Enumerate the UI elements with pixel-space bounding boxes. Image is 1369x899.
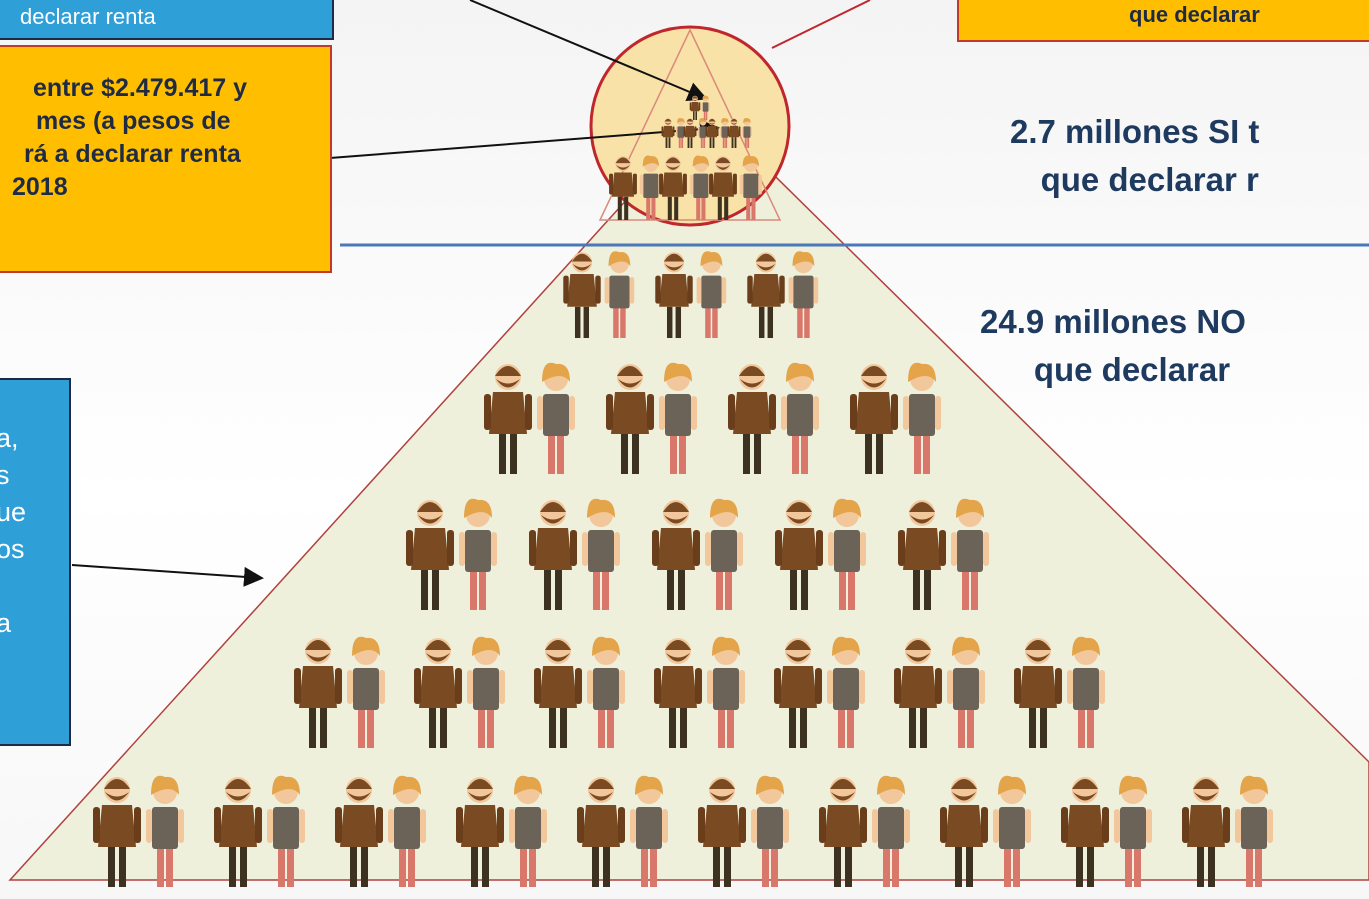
woman-figure-icon <box>1235 775 1273 887</box>
woman-figure-icon <box>388 775 426 887</box>
man-figure-icon <box>577 777 625 887</box>
man-figure-icon <box>609 156 637 220</box>
man-figure-icon <box>774 638 822 748</box>
woman-figure-icon <box>788 251 819 338</box>
stat-si-line-1: 2.7 millones SI t <box>1010 113 1260 150</box>
blue-box-line-3: ue <box>0 497 27 527</box>
blue-box-line-1: a, <box>0 423 19 453</box>
woman-figure-icon <box>827 636 865 748</box>
woman-figure-icon <box>739 155 762 220</box>
people-group <box>93 95 1273 887</box>
woman-figure-icon <box>659 362 697 474</box>
man-figure-icon <box>698 777 746 887</box>
man-figure-icon <box>705 118 719 148</box>
woman-figure-icon <box>903 362 941 474</box>
man-figure-icon <box>654 638 702 748</box>
woman-figure-icon <box>701 95 710 120</box>
arrow-bottom <box>71 564 264 587</box>
left-gold-info-box: entre $2.479.417 y mes (a pesos de rá a … <box>0 45 332 273</box>
woman-figure-icon <box>1067 636 1105 748</box>
man-figure-icon <box>655 252 693 338</box>
woman-figure-icon <box>781 362 819 474</box>
man-figure-icon <box>414 638 462 748</box>
woman-figure-icon <box>467 636 505 748</box>
man-figure-icon <box>652 500 700 610</box>
blue-box-line-2: s <box>0 460 10 490</box>
man-figure-icon <box>728 364 776 474</box>
stat-si-declaran: 2.7 millones SI t que declarar r <box>1010 108 1259 204</box>
top-left-info-box: declarar renta <box>0 0 334 40</box>
gold-box-line-2: mes (a pesos de <box>36 107 231 135</box>
man-figure-icon <box>689 95 701 120</box>
top-right-info-box: que declarar <box>957 0 1369 42</box>
man-figure-icon <box>335 777 383 887</box>
stat-no-line-1: 24.9 millones NO <box>980 303 1246 340</box>
left-blue-info-box: a, s ue os a <box>0 378 71 746</box>
blue-box-line-6: a <box>0 608 12 638</box>
woman-figure-icon <box>347 636 385 748</box>
gold-box-line-3: rá a declarar renta <box>24 140 241 168</box>
man-figure-icon <box>214 777 262 887</box>
top-left-box-line: declarar renta <box>20 4 156 29</box>
man-figure-icon <box>93 777 141 887</box>
man-figure-icon <box>940 777 988 887</box>
woman-figure-icon <box>537 362 575 474</box>
man-figure-icon <box>534 638 582 748</box>
man-figure-icon <box>1061 777 1109 887</box>
woman-figure-icon <box>872 775 910 887</box>
arrow-top <box>469 0 708 102</box>
man-figure-icon <box>606 364 654 474</box>
woman-figure-icon <box>951 498 989 610</box>
man-figure-icon <box>1182 777 1230 887</box>
man-figure-icon <box>683 118 697 148</box>
man-figure-icon <box>850 364 898 474</box>
stat-no-declaran: 24.9 millones NO que declarar <box>980 298 1246 394</box>
woman-figure-icon <box>509 775 547 887</box>
woman-figure-icon <box>741 117 753 148</box>
woman-figure-icon <box>719 117 731 148</box>
man-figure-icon <box>661 118 675 148</box>
man-figure-icon <box>894 638 942 748</box>
woman-figure-icon <box>993 775 1031 887</box>
woman-figure-icon <box>630 775 668 887</box>
man-figure-icon <box>406 500 454 610</box>
man-figure-icon <box>484 364 532 474</box>
woman-figure-icon <box>582 498 620 610</box>
man-figure-icon <box>1014 638 1062 748</box>
woman-figure-icon <box>1114 775 1152 887</box>
man-figure-icon <box>898 500 946 610</box>
woman-figure-icon <box>604 251 635 338</box>
woman-figure-icon <box>705 498 743 610</box>
woman-figure-icon <box>947 636 985 748</box>
woman-figure-icon <box>587 636 625 748</box>
arrow-mid <box>329 119 720 159</box>
top-right-box-line: que declarar <box>1129 2 1260 27</box>
man-figure-icon <box>659 156 687 220</box>
blue-box-line-4: os <box>0 534 25 564</box>
man-figure-icon <box>563 252 601 338</box>
man-figure-icon <box>727 118 741 148</box>
woman-figure-icon <box>828 498 866 610</box>
man-figure-icon <box>775 500 823 610</box>
red-connector-line <box>771 0 871 49</box>
man-figure-icon <box>294 638 342 748</box>
man-figure-icon <box>709 156 737 220</box>
woman-figure-icon <box>146 775 184 887</box>
man-figure-icon <box>819 777 867 887</box>
woman-figure-icon <box>696 251 727 338</box>
man-figure-icon <box>529 500 577 610</box>
woman-figure-icon <box>459 498 497 610</box>
blue-box-line-5 <box>0 568 69 605</box>
woman-figure-icon <box>707 636 745 748</box>
woman-figure-icon <box>267 775 305 887</box>
gold-box-line-1: entre $2.479.417 y <box>33 74 248 102</box>
man-figure-icon <box>747 252 785 338</box>
gold-box-line-4: 2018 <box>12 173 68 201</box>
stat-no-line-2: que declarar <box>1033 351 1231 388</box>
man-figure-icon <box>456 777 504 887</box>
stat-si-line-2: que declarar r <box>1040 161 1259 198</box>
woman-figure-icon <box>751 775 789 887</box>
